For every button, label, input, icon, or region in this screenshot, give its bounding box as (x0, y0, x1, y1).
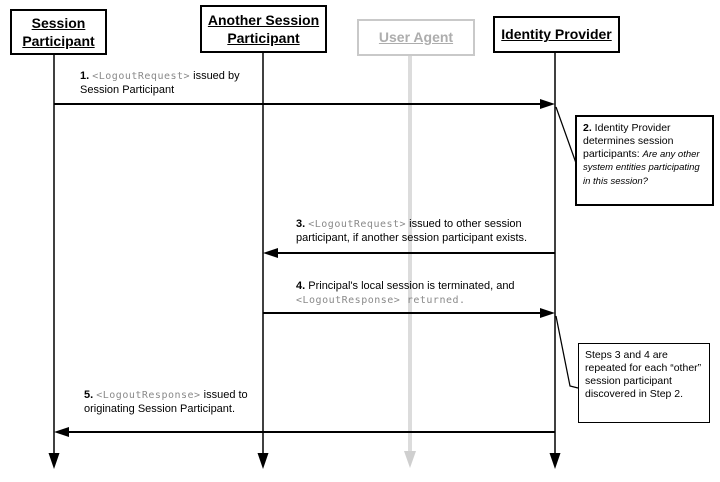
logout-request-literal: <LogoutRequest> (92, 71, 191, 82)
message-5-label: 5. <LogoutResponse> issued to originatin… (84, 388, 294, 417)
message-1-line2: Session Participant (80, 84, 175, 97)
participant-identity-provider: Identity Provider (493, 16, 620, 53)
logout-response-literal: <LogoutResponse> returned. (296, 295, 466, 307)
message-3-line1: 3. <LogoutRequest> issued to other sessi… (296, 218, 522, 230)
lifeline-end-arrow-user-agent (404, 451, 416, 468)
message-3-line2: participant, if another session particip… (296, 232, 528, 245)
message-4-label: 4. Principal's local session is terminat… (296, 279, 546, 308)
message-1-label: 1. <LogoutRequest> issued by Session Par… (80, 69, 280, 98)
lifeline-end-arrow-another-session-participant (257, 453, 269, 469)
participant-user-agent-label: User Agent (378, 29, 454, 46)
message-3-arrowhead (263, 248, 278, 258)
message-1-line1: 1. <LogoutRequest> issued by (80, 70, 240, 82)
logout-request-literal: <LogoutRequest> (308, 219, 407, 230)
message-4-line1: 4. Principal's local session is terminat… (296, 280, 515, 292)
participant-user-agent: User Agent (357, 19, 475, 56)
note-34-leader-line (555, 315, 579, 389)
lifeline-end-arrow-session-participant (48, 453, 60, 469)
message-3-label: 3. <LogoutRequest> issued to other sessi… (296, 217, 536, 246)
message-4-line2: <LogoutResponse> returned. (296, 293, 546, 307)
participant-identity-provider-label: Identity Provider (501, 26, 612, 43)
message-5-arrowhead (54, 427, 69, 437)
message-5-line2: originating Session Participant. (84, 403, 236, 416)
note-steps-3-4-repeat: Steps 3 and 4 are repeated for each “oth… (578, 343, 710, 423)
logout-response-literal: <LogoutResponse> (96, 390, 201, 401)
participant-session-participant: Session Participant (10, 9, 107, 55)
participant-another-session-participant: Another Session Participant (200, 5, 327, 53)
participant-another-session-participant-label: Another Session Participant (207, 11, 320, 46)
message-1-arrowhead (540, 99, 555, 109)
participant-session-participant-label: Session Participant (22, 14, 95, 49)
note-step-2-question: Are any other system entities participat… (583, 149, 700, 187)
message-5-line1: 5. <LogoutResponse> issued to (84, 389, 248, 401)
note-2-leader-line (555, 106, 577, 164)
message-4-arrowhead (540, 308, 555, 318)
note-step-2: 2. Identity Provider determines session … (575, 115, 714, 206)
lifeline-end-arrow-identity-provider (549, 453, 561, 469)
